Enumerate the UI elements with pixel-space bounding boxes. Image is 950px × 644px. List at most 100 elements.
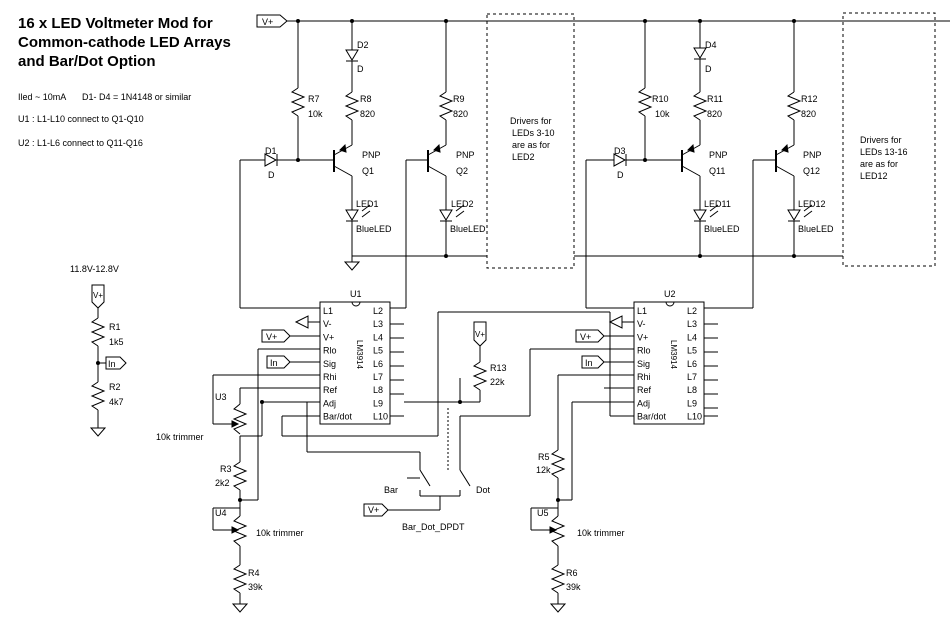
r3-value: 2k2 — [215, 478, 230, 488]
u2-right-pin: L5 — [687, 346, 697, 356]
ground-r6 — [549, 603, 567, 613]
u2-left-pin: Rhi — [637, 372, 651, 382]
q2-label: Q2 — [456, 166, 468, 176]
led11-type: BlueLED — [704, 224, 740, 234]
r9-resistor — [438, 91, 454, 121]
drivers-a-line-2: LEDs 3-10 — [512, 128, 555, 138]
u1-ic — [319, 301, 391, 425]
u2-right-pin: L4 — [687, 332, 697, 342]
switch-dot-label: Dot — [476, 485, 491, 495]
u2-left-pin: Rlo — [637, 346, 651, 356]
u2-in-text: In — [585, 358, 593, 368]
u2-left-pin: L1 — [637, 306, 647, 316]
drivers-a-line-4: LED2 — [512, 152, 535, 162]
q1-type: PNP — [362, 150, 381, 160]
u2-pin-labels: L1V-V+RloSigRhiRefAdjBar/dotL2L3L4L5L6L7… — [637, 306, 702, 422]
led11-label: LED11 — [704, 199, 731, 209]
switch-vplus-flag — [363, 503, 389, 517]
u1-ground-symbol — [294, 315, 309, 329]
u1-right-pin: L5 — [373, 346, 383, 356]
u2-ground-symbol — [608, 315, 623, 329]
u2-vplus-text: V+ — [580, 332, 591, 342]
u1-left-pin: Sig — [323, 359, 336, 369]
title-line-2: Common-cathode LED Arrays — [18, 34, 231, 51]
u3-label: U3 — [215, 392, 227, 402]
u1-left-pin: Rhi — [323, 372, 337, 382]
r4-name: R4 — [248, 568, 260, 578]
r13-name: R13 — [490, 363, 507, 373]
switch-name: Bar_Dot_DPDT — [402, 522, 465, 532]
r5-value: 12k — [536, 465, 551, 475]
d3-diode — [613, 153, 627, 167]
u1-left-pin: Adj — [323, 398, 336, 408]
r8-resistor — [344, 91, 360, 121]
divider-in-text: In — [108, 359, 116, 369]
led2-led — [439, 209, 453, 221]
r5-resistor — [550, 449, 566, 479]
u3-trimmer — [232, 403, 248, 435]
drivers-box-a — [486, 13, 575, 269]
u2-label: U2 — [664, 289, 676, 299]
u1-left-pin: Rlo — [323, 346, 337, 356]
divider-in-flag — [105, 356, 127, 370]
r6-value: 39k — [566, 582, 581, 592]
d2-type: D — [357, 64, 364, 74]
drivers-b-line-3: are as for — [860, 159, 898, 169]
supply-vplus-text: V+ — [93, 291, 103, 300]
note-u2: U2 : L1-L6 connect to Q11-Q16 — [18, 138, 143, 148]
led2-label: LED2 — [451, 199, 474, 209]
u2-right-pin: L10 — [687, 412, 702, 422]
r7-resistor — [290, 87, 306, 117]
d1-diode — [264, 153, 278, 167]
switch-bar-label: Bar — [384, 485, 398, 495]
u1-vplus-flag — [261, 329, 291, 343]
r13-vplus-flag — [473, 321, 487, 347]
u2-left-pin: Sig — [637, 359, 650, 369]
r7-name: R7 — [308, 94, 320, 104]
drivers-box-b — [842, 12, 936, 267]
r9-name: R9 — [453, 94, 465, 104]
r6-resistor — [550, 564, 566, 594]
u1-in-text: In — [270, 358, 278, 368]
led1-type: BlueLED — [356, 224, 392, 234]
q1-label: Q1 — [362, 166, 374, 176]
u1-right-pin: L3 — [373, 319, 383, 329]
u1-pin-labels: L1V-V+RloSigRhiRefAdjBar/dotL2L3L4L5L6L7… — [323, 306, 388, 422]
d4-type: D — [705, 64, 712, 74]
note-u1: U1 : L1-L10 connect to Q1-Q10 — [18, 114, 144, 124]
r6-name: R6 — [566, 568, 578, 578]
u1-label: U1 — [350, 289, 362, 299]
u2-right-pin: L7 — [687, 372, 697, 382]
r4-value: 39k — [248, 582, 263, 592]
q12-label: Q12 — [803, 166, 820, 176]
u1-part-label: LM3914 — [355, 340, 364, 369]
r11-name: R11 — [707, 94, 723, 104]
r7-value: 10k — [308, 109, 323, 119]
r10-resistor — [637, 87, 653, 117]
r13-vplus-text: V+ — [475, 330, 485, 339]
u2-left-pin: Ref — [637, 385, 652, 395]
u1-in-flag — [266, 355, 291, 369]
title-line-1: 16 x LED Voltmeter Mod for — [18, 15, 213, 32]
u1-left-pin: V+ — [323, 332, 334, 342]
q11-type: PNP — [709, 150, 728, 160]
u1-right-pin: L4 — [373, 332, 383, 342]
led1-label: LED1 — [356, 199, 379, 209]
r1-value: 1k5 — [109, 337, 124, 347]
drivers-b-line-4: LED12 — [860, 171, 888, 181]
led12-label: LED12 — [798, 199, 826, 209]
u1-left-pin: Bar/dot — [323, 412, 353, 422]
u5-label: U5 — [537, 508, 549, 518]
q2-type: PNP — [456, 150, 475, 160]
r10-value: 10k — [655, 109, 670, 119]
u2-right-pin: L2 — [687, 306, 697, 316]
led12-led — [787, 209, 801, 221]
r8-value: 820 — [360, 109, 375, 119]
u1-right-pin: L7 — [373, 372, 383, 382]
drivers-a-line-3: are as for — [512, 140, 550, 150]
r9-value: 820 — [453, 109, 468, 119]
u4-value: 10k trimmer — [256, 528, 304, 538]
r11-resistor — [692, 91, 708, 121]
supply-range: 11.8V-12.8V — [70, 264, 119, 274]
note-iled: Iled ~ 10mA — [18, 92, 67, 102]
